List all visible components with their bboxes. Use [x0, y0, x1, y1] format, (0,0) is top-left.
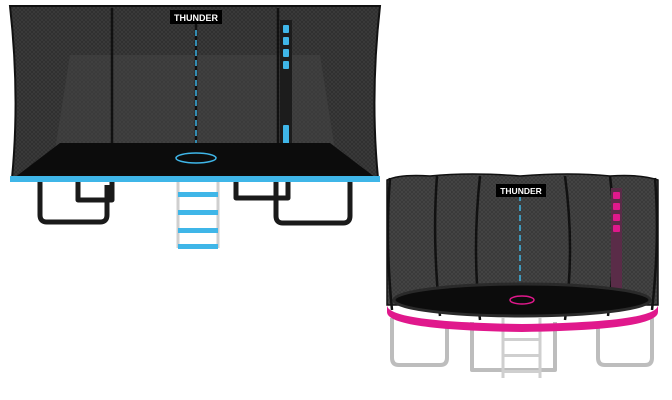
rectangular-trampoline: THUNDER — [8, 5, 382, 249]
rect-trampoline-frame-pad — [10, 176, 380, 182]
svg-text:THUNDER: THUNDER — [174, 13, 218, 23]
round-trampoline-net — [386, 173, 659, 306]
round-trampoline-mat — [392, 282, 652, 318]
round-trampoline-zip-panel — [611, 188, 622, 308]
round-trampoline: THUNDER — [386, 173, 659, 378]
round-trampoline-logo: THUNDER — [496, 184, 546, 197]
rect-trampoline-ladder — [176, 182, 220, 249]
svg-text:THUNDER: THUNDER — [500, 186, 542, 196]
round-trampoline-frame-pad — [387, 305, 658, 332]
rect-trampoline-legs — [37, 180, 353, 226]
rect-trampoline-mat — [14, 143, 376, 178]
rect-trampoline-logo: THUNDER — [170, 10, 222, 24]
